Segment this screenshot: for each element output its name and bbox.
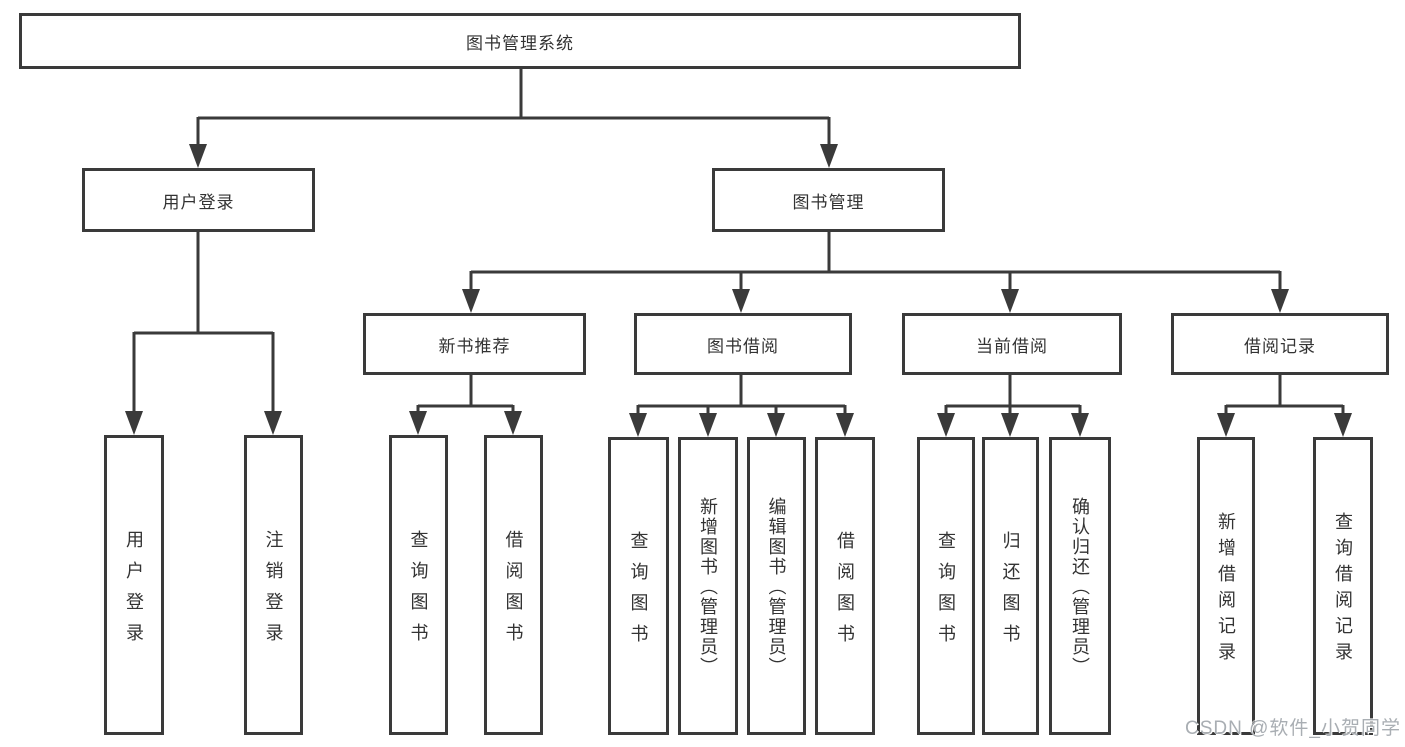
leaf-newbook-borrow-books: 借阅图书 bbox=[484, 435, 543, 735]
node-book-management: 图书管理 bbox=[712, 168, 945, 232]
leaf-records-query-record: 查询借阅记录 bbox=[1313, 437, 1373, 735]
arrowheads bbox=[125, 144, 1352, 437]
leaf-newbook-query-books: 查询图书 bbox=[389, 435, 448, 735]
node-root: 图书管理系统 bbox=[19, 13, 1021, 69]
leaf-current-return-books: 归还图书 bbox=[982, 437, 1039, 735]
leaf-logout-login: 注销登录 bbox=[244, 435, 303, 735]
node-current-borrow: 当前借阅 bbox=[902, 313, 1122, 375]
leaf-borrow-edit-books-admin: 编辑图书（管理员） bbox=[747, 437, 806, 735]
leaf-user-login: 用户登录 bbox=[104, 435, 164, 735]
node-user-login: 用户登录 bbox=[82, 168, 315, 232]
node-book-borrow: 图书借阅 bbox=[634, 313, 852, 375]
leaf-borrow-add-books-admin: 新增图书（管理员） bbox=[678, 437, 738, 735]
node-new-book-recommend: 新书推荐 bbox=[363, 313, 586, 375]
leaf-borrow-query-books: 查询图书 bbox=[608, 437, 669, 735]
leaf-records-add-record: 新增借阅记录 bbox=[1197, 437, 1255, 735]
leaf-current-query-books: 查询图书 bbox=[917, 437, 975, 735]
watermark: CSDN @软件_小贺同学 bbox=[1185, 718, 1401, 739]
leaf-borrow-borrow-books: 借阅图书 bbox=[815, 437, 875, 735]
leaf-current-confirm-return-admin: 确认归还（管理员） bbox=[1049, 437, 1111, 735]
node-borrow-records: 借阅记录 bbox=[1171, 313, 1389, 375]
